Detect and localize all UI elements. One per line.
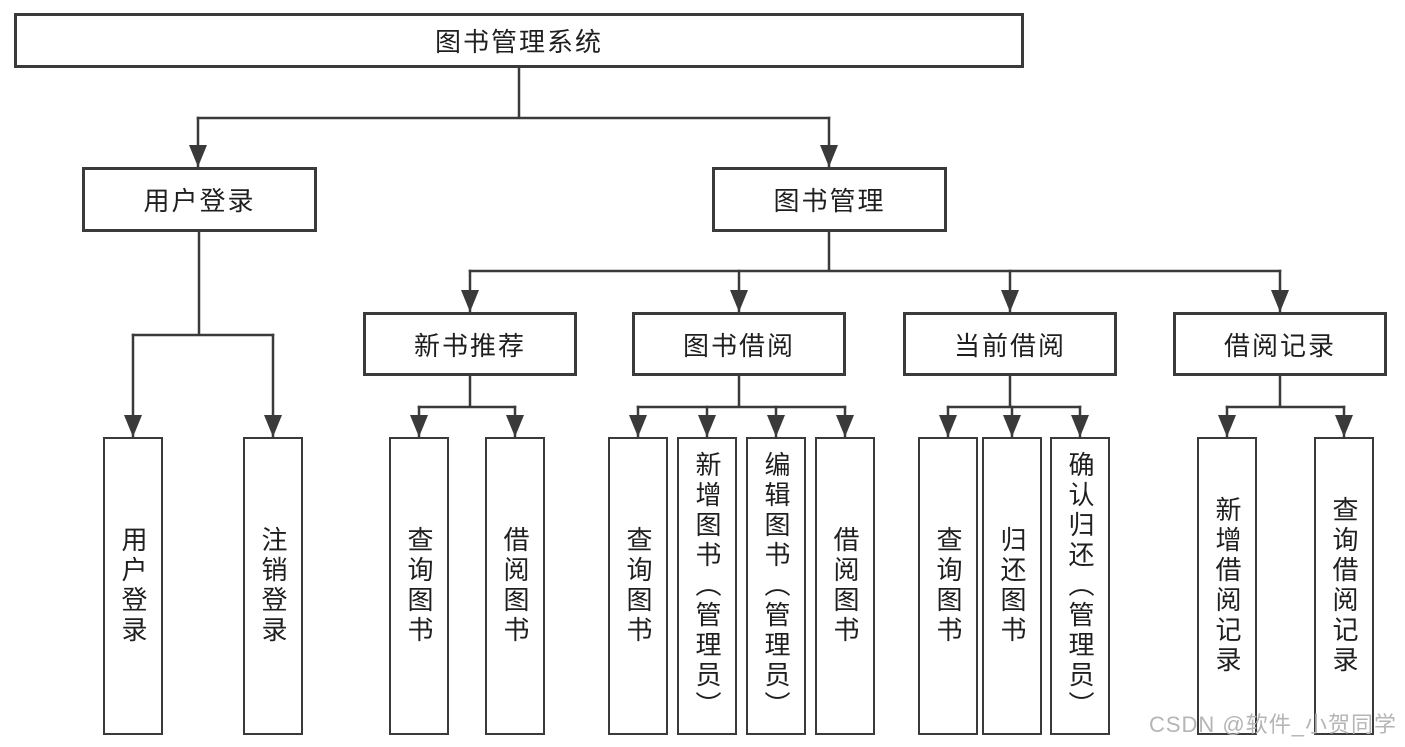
leaf-borrow-books-recommend-label: 借阅图书	[500, 526, 530, 646]
leaf-return-book-label: 归还图书	[997, 526, 1027, 646]
leaf-query-borrow-record: 查询借阅记录	[1314, 437, 1374, 735]
leaf-borrow-books: 借阅图书	[815, 437, 875, 735]
leaf-user-login-label: 用户登录	[118, 526, 148, 646]
leaf-borrow-books-recommend: 借阅图书	[485, 437, 545, 735]
leaf-logout-label: 注销登录	[258, 526, 288, 646]
leaf-add-book-admin: 新增图书（管理员）	[677, 437, 737, 735]
leaf-query-books-current-label: 查询图书	[933, 526, 963, 646]
leaf-add-book-admin-label: 新增图书（管理员）	[692, 451, 722, 721]
leaf-edit-book-admin: 编辑图书（管理员）	[746, 437, 806, 735]
node-library-management-system: 图书管理系统	[14, 13, 1024, 68]
leaf-confirm-return-admin-label: 确认归还（管理员）	[1065, 451, 1095, 721]
watermark-text: CSDN @软件_小贺同学	[1148, 712, 1397, 737]
leaf-query-books-borrow: 查询图书	[608, 437, 668, 735]
leaf-query-books-borrow-label: 查询图书	[623, 526, 653, 646]
leaf-borrow-books-label: 借阅图书	[830, 526, 860, 646]
leaf-confirm-return-admin: 确认归还（管理员）	[1050, 437, 1110, 735]
leaf-return-book: 归还图书	[982, 437, 1042, 735]
leaf-edit-book-admin-label: 编辑图书（管理员）	[761, 451, 791, 721]
leaf-query-borrow-record-label: 查询借阅记录	[1329, 496, 1359, 676]
node-book-management: 图书管理	[712, 167, 947, 232]
leaf-user-login: 用户登录	[103, 437, 163, 735]
node-current-borrow: 当前借阅	[903, 312, 1117, 376]
leaf-query-books-recommend: 查询图书	[389, 437, 449, 735]
node-borrow-records: 借阅记录	[1173, 312, 1387, 376]
leaf-add-borrow-record: 新增借阅记录	[1197, 437, 1257, 735]
node-book-borrow: 图书借阅	[632, 312, 846, 376]
leaf-logout: 注销登录	[243, 437, 303, 735]
node-new-book-recommend: 新书推荐	[363, 312, 577, 376]
leaf-query-books-current: 查询图书	[918, 437, 978, 735]
node-user-login: 用户登录	[82, 167, 317, 232]
leaf-add-borrow-record-label: 新增借阅记录	[1212, 496, 1242, 676]
leaf-query-books-recommend-label: 查询图书	[404, 526, 434, 646]
